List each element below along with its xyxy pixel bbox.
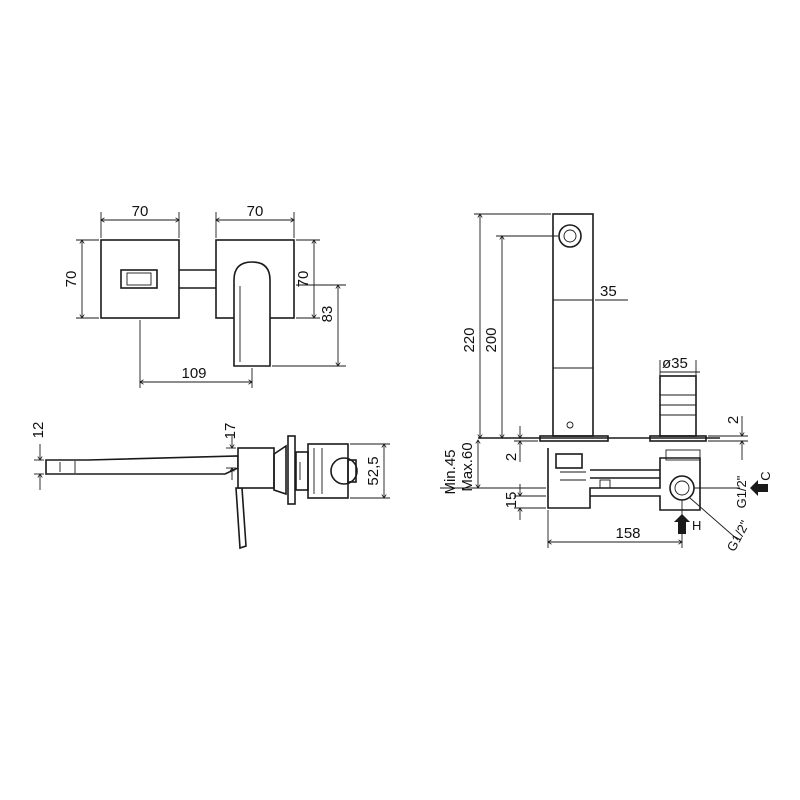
dim-200: 200 (483, 327, 500, 352)
lever-handle (233, 261, 271, 367)
dim-width-right: 70 (247, 203, 264, 220)
outlet-ring (558, 224, 582, 248)
thread-top: G1/2" (734, 475, 749, 508)
hot-arrow-icon (674, 514, 690, 534)
dim-15: 15 (503, 492, 520, 509)
inlet-ring (669, 475, 695, 501)
thread-bottom: G1/2" (724, 518, 753, 554)
diverter-slot (120, 269, 158, 289)
dim-plate-thickness: 17 (222, 423, 239, 440)
cartridge (659, 375, 697, 437)
dim-35: 35 (600, 283, 617, 300)
side-view: 12 17 52,5 (30, 422, 390, 550)
dim-body-height: 52,5 (365, 456, 382, 485)
dim-height-right: 70 (295, 271, 312, 288)
front-view: 70 70 70 70 83 109 (63, 203, 346, 388)
dim-height-left: 70 (63, 271, 80, 288)
cold-arrow-icon (750, 480, 768, 496)
dim-2-right: 2 (725, 416, 742, 424)
dim-max-depth: Max.60 (459, 442, 476, 491)
dim-spacing: 109 (181, 365, 206, 382)
dim-diameter: ø35 (662, 355, 688, 372)
dim-min-depth: Min.45 (442, 449, 459, 494)
hot-label: H (692, 518, 701, 533)
side-lever (235, 487, 247, 550)
dim-2-left: 2 (503, 453, 520, 461)
valve-port (330, 457, 358, 485)
dim-158: 158 (615, 525, 640, 542)
dim-height-total: 83 (319, 306, 336, 323)
left-plate (100, 239, 180, 319)
right-view: 220 200 35 ø35 2 2 Min.45 Max.60 (440, 213, 773, 554)
dim-spout-thickness: 12 (30, 422, 47, 439)
dim-width-left: 70 (132, 203, 149, 220)
dim-220: 220 (461, 327, 478, 352)
cold-label: C (758, 471, 773, 480)
